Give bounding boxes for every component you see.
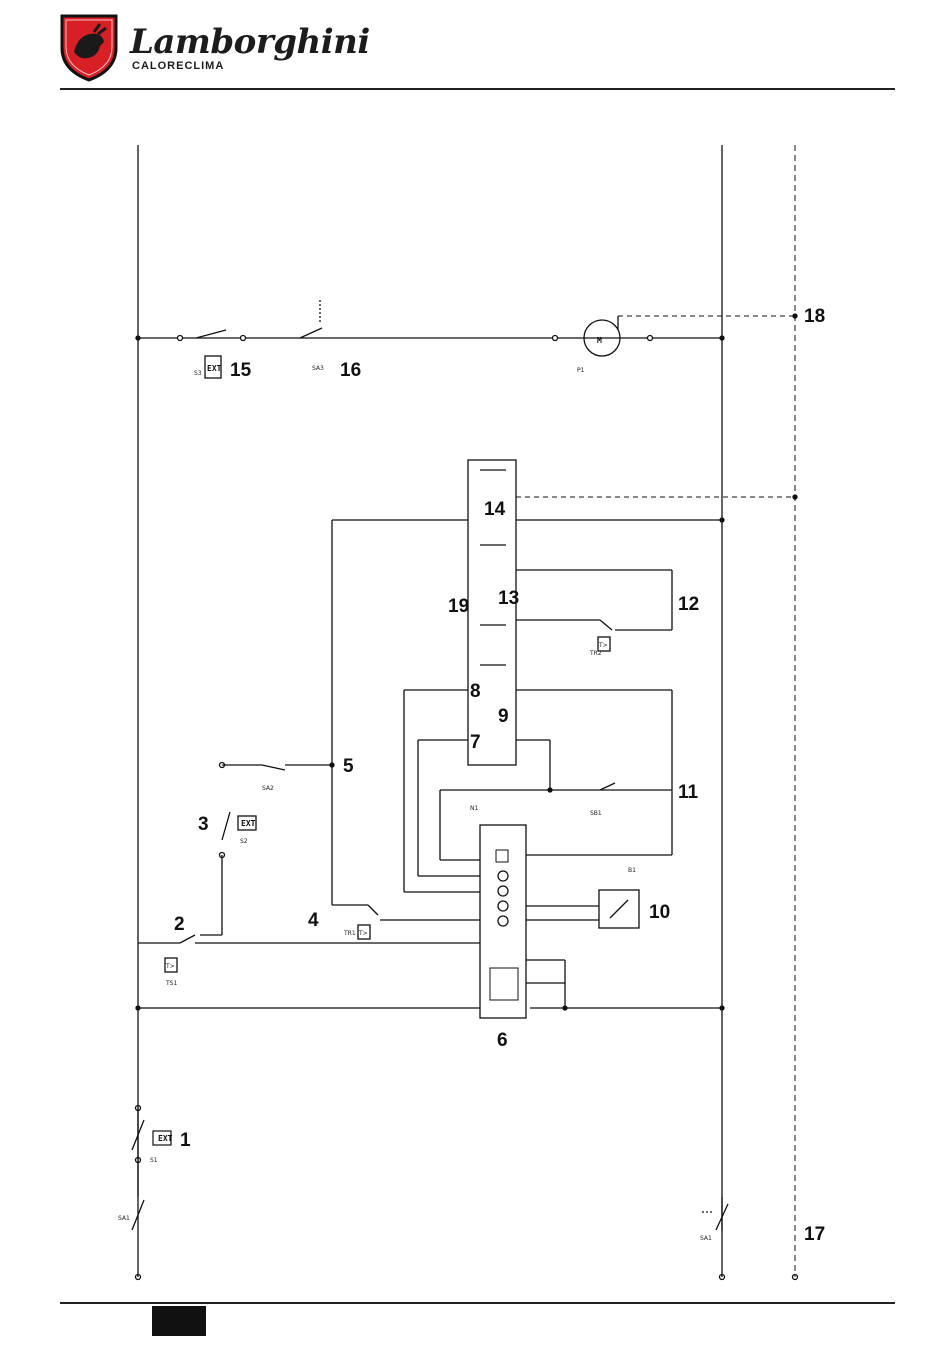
- t-label-tr2: T>: [598, 642, 608, 649]
- label-s1: S1: [150, 1157, 158, 1164]
- label-sb1: SB1: [590, 810, 602, 817]
- callout-15: 15: [230, 360, 252, 381]
- t-label-ts1: T>: [165, 963, 175, 970]
- callout-12: 12: [678, 594, 699, 615]
- callout-11: 11: [678, 782, 699, 803]
- callout-6: 6: [497, 1030, 508, 1051]
- ext-label-s2: EXT: [241, 819, 256, 828]
- callout-3: 3: [198, 814, 209, 835]
- callout-4: 4: [308, 910, 319, 931]
- label-sa1-right: SA1: [700, 1235, 712, 1242]
- callout-7: 7: [470, 732, 481, 753]
- callout-9: 9: [498, 706, 509, 727]
- label-ts1: TS1: [165, 980, 177, 987]
- label-sa3: SA3: [312, 365, 324, 372]
- page-number-tab: [152, 1306, 206, 1336]
- ext-label-s1: EXT: [158, 1134, 173, 1143]
- ext-label-s3: EXT: [207, 364, 222, 373]
- label-s2: S2: [240, 838, 248, 845]
- callout-16: 16: [340, 360, 361, 381]
- footer-divider: [60, 1302, 895, 1304]
- label-tr1: TR1: [343, 930, 356, 937]
- callout-1: 1: [180, 1130, 191, 1151]
- label-sa2: SA2: [262, 785, 274, 792]
- label-sa1: SA1: [118, 1215, 130, 1222]
- motor-label: M: [597, 336, 602, 345]
- callout-2: 2: [174, 914, 185, 935]
- callout-17: 17: [804, 1224, 825, 1245]
- label-n1: N1: [470, 805, 478, 812]
- label-s3: S3: [194, 370, 202, 377]
- callout-19: 19: [448, 596, 469, 617]
- callout-8: 8: [470, 681, 481, 702]
- callout-5: 5: [343, 756, 354, 777]
- callout-14: 14: [484, 499, 506, 520]
- t-label-tr1: T>: [358, 930, 368, 937]
- callout-13: 13: [498, 588, 519, 609]
- callout-18: 18: [804, 306, 825, 327]
- label-b1: B1: [628, 867, 636, 874]
- label-p1: P1: [577, 367, 585, 374]
- callout-10: 10: [649, 902, 670, 923]
- label-tr2: TR2: [589, 650, 602, 657]
